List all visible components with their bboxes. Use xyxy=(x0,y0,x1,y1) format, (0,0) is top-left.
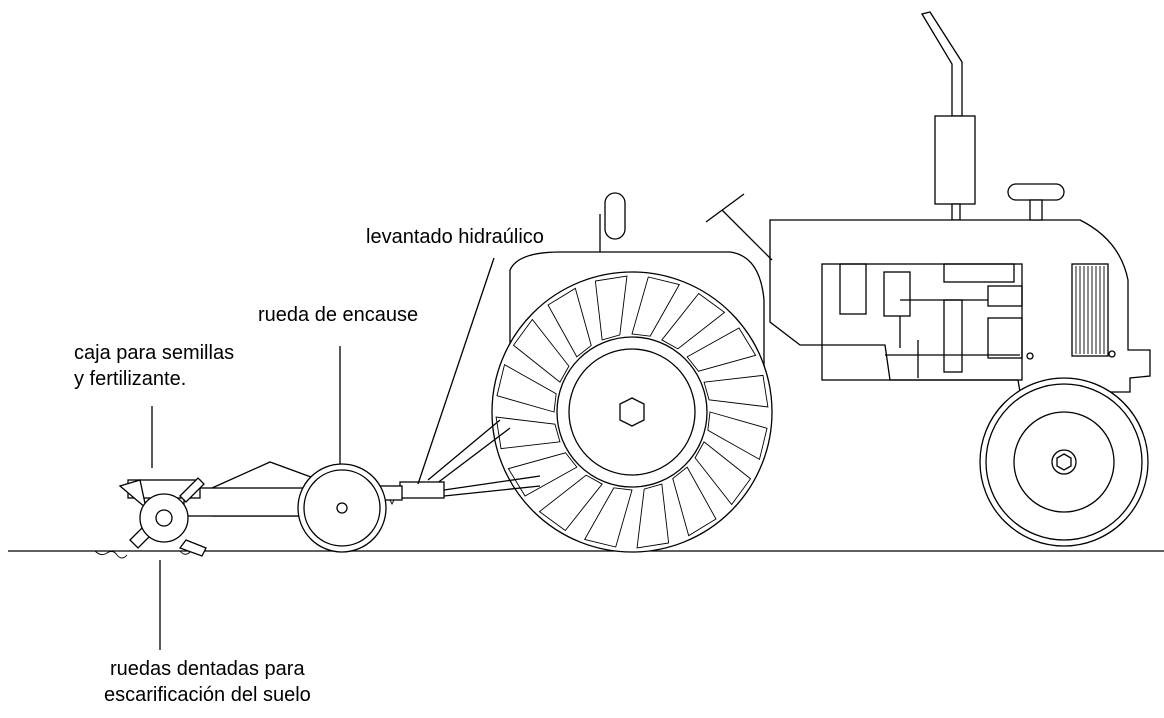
air-cleaner xyxy=(1007,183,1065,201)
front-wheel xyxy=(979,377,1149,547)
tire-tread xyxy=(594,275,628,341)
steering-column xyxy=(721,209,773,261)
engine-part-3 xyxy=(943,263,1015,283)
muffler xyxy=(934,115,976,205)
label-seed-box-line2: y fertilizante. xyxy=(74,368,187,390)
bolt-1 xyxy=(1026,352,1034,360)
steering-wheel xyxy=(705,193,745,223)
air-cleaner-stem xyxy=(1029,199,1043,221)
tire-tread xyxy=(636,483,670,549)
tire-tread xyxy=(538,474,603,532)
exhaust-pipe xyxy=(920,11,963,117)
exhaust-stack-lower xyxy=(951,203,961,221)
tire-tread xyxy=(495,416,561,450)
depth-wheel xyxy=(297,463,387,553)
tire-tread xyxy=(631,276,681,337)
tire-tread xyxy=(703,374,769,408)
bolt-2 xyxy=(1108,350,1116,358)
tire-tread xyxy=(496,363,557,413)
engine-part-6 xyxy=(987,317,1023,359)
label-depth-wheel: rueda de encause xyxy=(258,304,419,326)
radiator-grille xyxy=(1071,263,1109,357)
engine-part-2 xyxy=(883,271,911,317)
tire-tread xyxy=(672,466,717,537)
label-scarifier-line2: escarificación del suelo xyxy=(104,684,311,706)
tire-tread xyxy=(547,287,592,358)
soil-texture xyxy=(94,550,201,559)
engine-part-1 xyxy=(839,263,867,315)
leader-hydraulic-lift xyxy=(417,257,495,485)
label-scarifier-line1: ruedas dentadas para xyxy=(110,658,305,680)
tire-tread xyxy=(694,441,752,506)
grille-lines xyxy=(1075,266,1105,354)
label-hydraulic-lift: levantado hidraúlico xyxy=(366,226,544,248)
tire-tread xyxy=(507,452,578,497)
tire-tread xyxy=(512,318,570,383)
rear-wheel xyxy=(491,271,773,553)
engine-part-5 xyxy=(987,285,1023,307)
tire-tread xyxy=(686,327,757,372)
hydraulic-lift xyxy=(399,419,541,499)
seat-back xyxy=(604,192,626,240)
tire-tread xyxy=(661,292,726,350)
tractor xyxy=(491,11,1151,553)
label-seed-box-line1: caja para semillas xyxy=(74,342,235,364)
tire-tread xyxy=(707,411,768,461)
scarifier-wheel xyxy=(129,477,207,557)
tire-tread xyxy=(583,487,633,548)
